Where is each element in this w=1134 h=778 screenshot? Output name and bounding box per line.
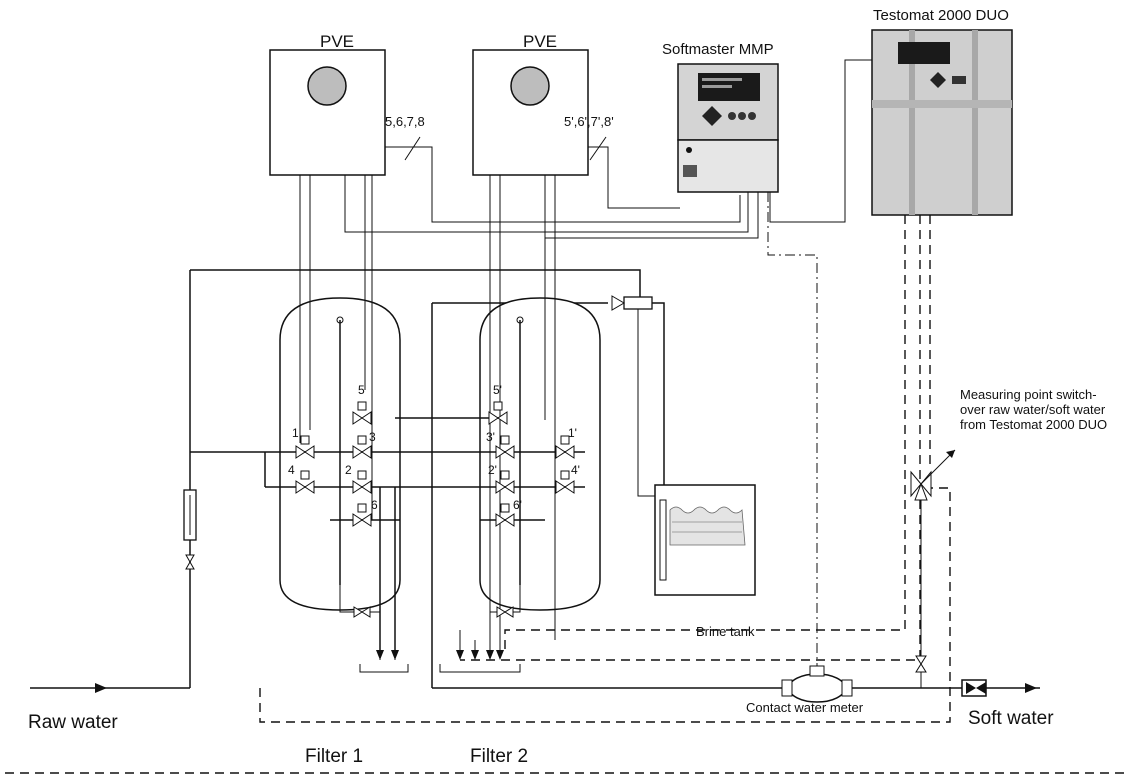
drain-filter-1	[359, 650, 409, 673]
contact-water-meter	[781, 665, 853, 703]
valve-label-f2-4: 4'	[571, 463, 580, 477]
wire-bundle-2	[588, 146, 680, 209]
valve-label-f2-3: 3'	[486, 430, 495, 444]
drain-filter-2	[439, 630, 521, 673]
valve-label-f2-1: 1'	[568, 426, 577, 440]
brine-ejector	[611, 295, 653, 311]
valve-label-f2-6: 6'	[513, 498, 522, 512]
valve-label-f1-3: 3	[369, 430, 376, 444]
measuring-note-line-1: Measuring point switch-	[960, 387, 1097, 402]
testomat-label: Testomat 2000 DUO	[873, 7, 1009, 24]
check-valve	[961, 679, 987, 697]
brine-tank	[654, 484, 756, 596]
brine-tank-label: Brine tank	[696, 624, 755, 639]
softmaster-controller	[677, 63, 779, 193]
soft-water-label: Soft water	[968, 708, 1054, 729]
water-meter-label: Contact water meter	[746, 700, 864, 715]
sample-line-raw	[259, 487, 951, 723]
valve-label-f1-6: 6	[371, 498, 378, 512]
pve-unit-1	[269, 49, 386, 176]
raw-water-label: Raw water	[28, 712, 118, 733]
filter-1-label: Filter 1	[305, 746, 363, 767]
valve-label-f1-2: 2	[345, 463, 352, 477]
measuring-note-line-2: over raw water/soft water	[960, 402, 1106, 417]
valves-filter-2	[488, 401, 575, 527]
raw-water-flowmeter	[183, 489, 197, 570]
wire-bundle-2-label: 5',6',7',8'	[564, 114, 614, 129]
pve-unit-2	[472, 49, 589, 176]
wire-bundle-1	[385, 146, 741, 223]
testomat-signal-line	[769, 59, 872, 223]
valve-label-f2-2: 2'	[488, 463, 497, 477]
testomat-display	[898, 42, 950, 64]
testomat-analyzer	[871, 29, 1013, 216]
pve-1-label: PVE	[320, 32, 354, 51]
valve-label-f1-1: 1	[292, 426, 299, 440]
measuring-note-line-3: from Testomat 2000 DUO	[960, 417, 1107, 432]
softmaster-label: Softmaster MMP	[662, 41, 774, 58]
pve-2-label: PVE	[523, 32, 557, 51]
meter-signal-line	[767, 192, 818, 666]
valve-label-f1-4: 4	[288, 463, 295, 477]
switchover-valve	[910, 449, 956, 501]
softmaster-keypad	[702, 106, 756, 126]
valves-filter-1	[295, 401, 372, 527]
valve-label-f2-5: 5'	[493, 383, 502, 397]
filter-tank-2	[479, 297, 601, 611]
filter-2-label: Filter 2	[470, 746, 528, 767]
valve-label-f1-5: 5	[358, 383, 365, 397]
sample-line-1	[504, 215, 906, 650]
wire-bundle-1-label: 5,6,7,8	[385, 114, 425, 129]
